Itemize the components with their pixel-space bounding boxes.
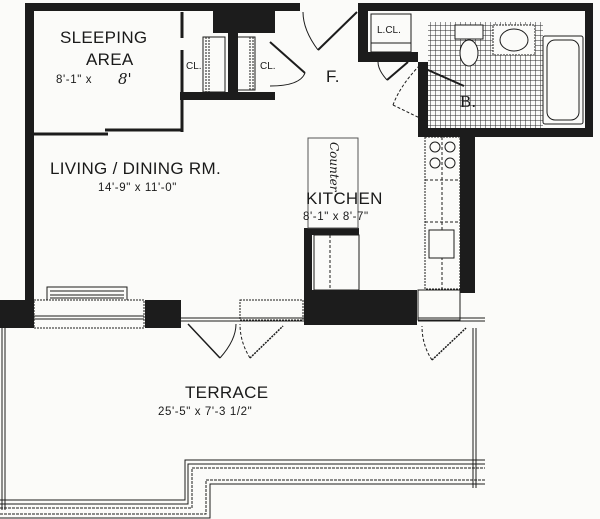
kitchen-label: KITCHEN [306, 189, 383, 208]
windows [33, 286, 485, 329]
partitions [34, 12, 184, 136]
entry-door[interactable] [302, 11, 358, 51]
linen-closet [370, 13, 412, 81]
sleeping-area-dimension-handwritten: 8' [118, 70, 132, 88]
bath-label: B. [460, 92, 477, 111]
foyer-label: F. [326, 67, 340, 86]
sleeping-area-label-2: AREA [86, 50, 134, 69]
living-dining-label: LIVING / DINING RM. [50, 159, 221, 178]
closet-label-2: CL. [260, 61, 276, 72]
terrace-doors[interactable] [187, 323, 467, 361]
linen-closet-label: L.CL. [377, 25, 401, 36]
closet-label-1: CL. [186, 61, 202, 72]
terrace-label: TERRACE [185, 383, 269, 402]
terrace-dimension: 25'-5" x 7'-3 1/2" [158, 406, 253, 418]
sleeping-area-label: SLEEPING [60, 28, 148, 47]
counter-note: Counter [327, 142, 341, 192]
closet-shelves [202, 36, 306, 93]
bath-fixtures [392, 24, 584, 125]
kitchen-counter [307, 136, 461, 321]
walls [0, 3, 593, 328]
living-dining-dimension: 14'-9" x 11'-0" [98, 182, 177, 194]
kitchen-dimension: 8'-1" x 8'-7" [303, 211, 369, 223]
sleeping-area-dimension: 8'-1" x [56, 74, 93, 86]
terrace-railing [0, 328, 485, 519]
